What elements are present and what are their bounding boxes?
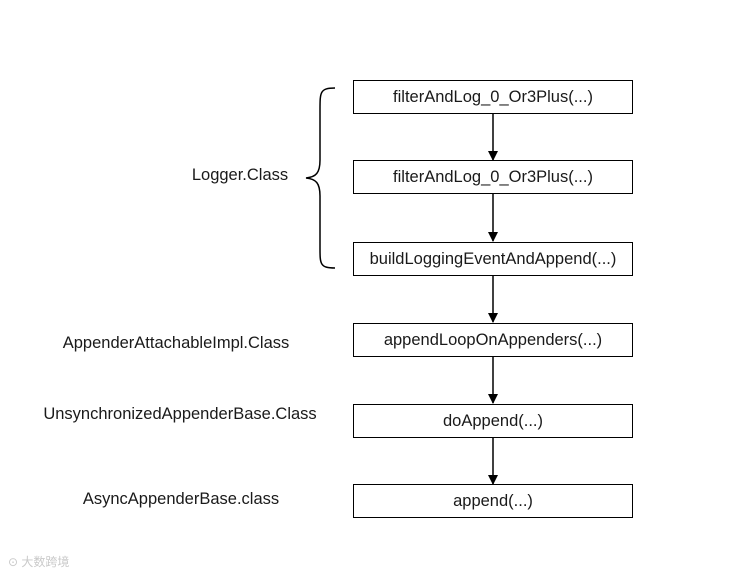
class-label-logger: Logger.Class [191,166,289,184]
watermark-logo-icon: ⊙ [8,555,19,569]
node-build-logging-event: buildLoggingEventAndAppend(...) [353,242,633,276]
node-label: filterAndLog_0_Or3Plus(...) [393,87,593,106]
node-append: append(...) [353,484,633,518]
node-label: appendLoopOnAppenders(...) [383,330,603,349]
logger-class-brace [305,87,336,269]
watermark-text: 大数跨境 [21,555,70,569]
node-filter-and-log-1: filterAndLog_0_Or3Plus(...) [353,80,633,114]
node-label: append(...) [453,491,533,510]
class-label-unsynchronized-appender-base: UnsynchronizedAppenderBase.Class [43,405,317,423]
node-filter-and-log-2: filterAndLog_0_Or3Plus(...) [353,160,633,194]
class-label-async-appender-base: AsyncAppenderBase.class [82,490,280,508]
node-label: buildLoggingEventAndAppend(...) [369,249,617,268]
node-label: doAppend(...) [443,411,543,430]
node-append-loop-on-appenders: appendLoopOnAppenders(...) [353,323,633,357]
watermark: ⊙ 大数跨境 [8,553,69,570]
node-do-append: doAppend(...) [353,404,633,438]
class-label-appender-attachable-impl: AppenderAttachableImpl.Class [62,334,290,352]
node-label: filterAndLog_0_Or3Plus(...) [393,167,593,186]
